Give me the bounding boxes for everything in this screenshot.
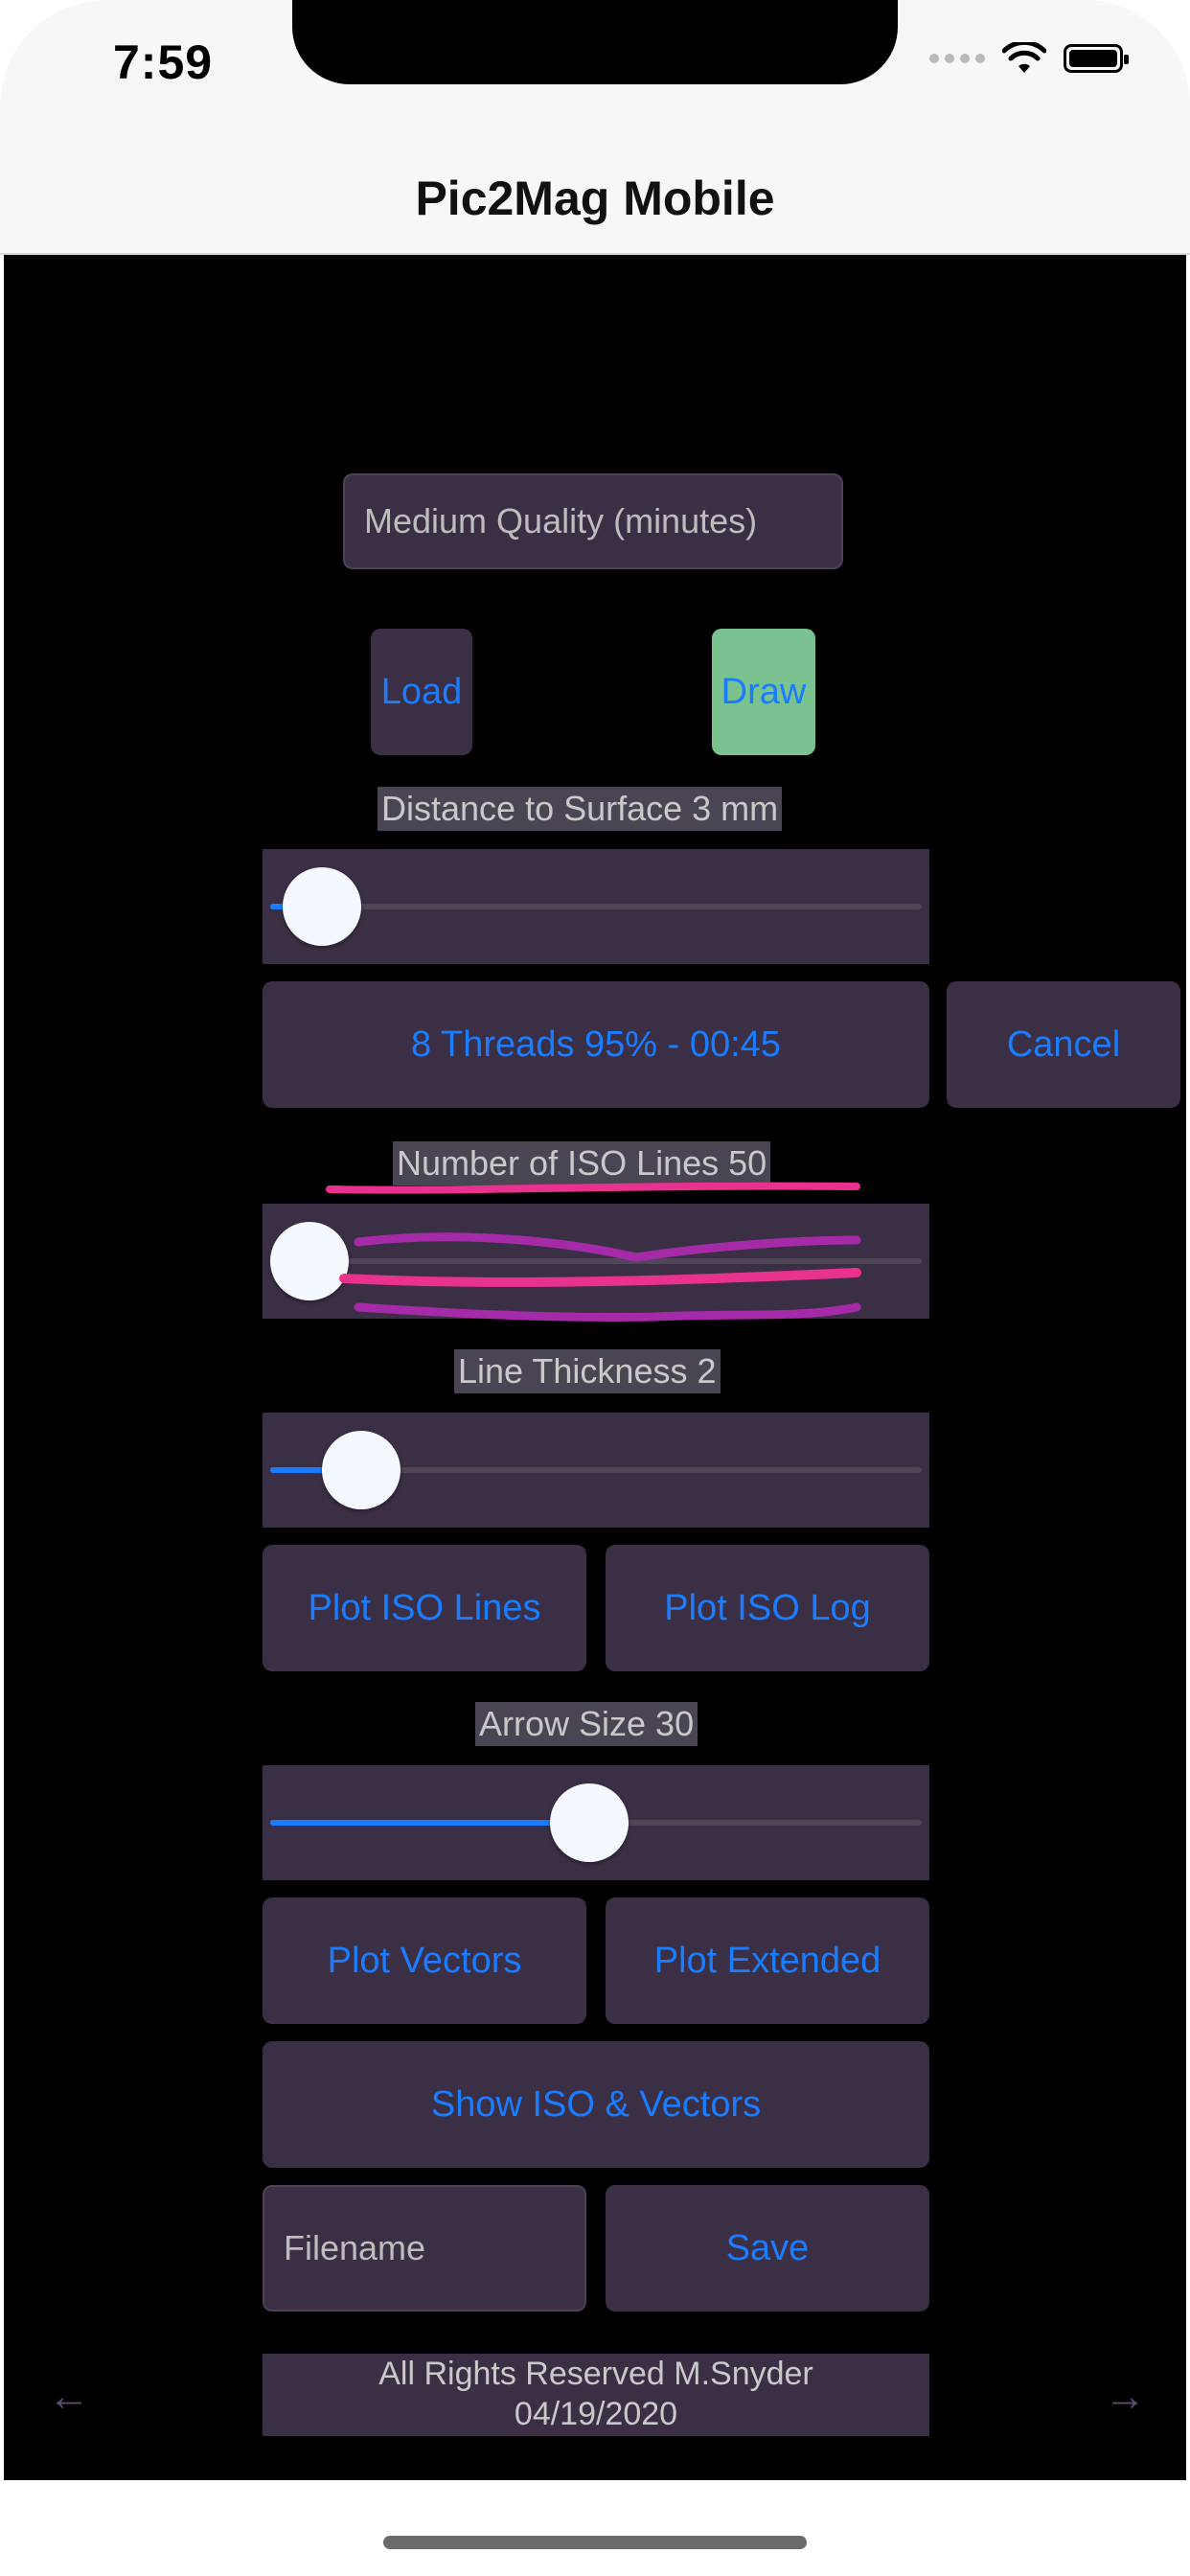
draw-button[interactable]: Draw — [712, 629, 815, 755]
plot-extended-label: Plot Extended — [653, 1940, 881, 1981]
plot-iso-lines-button[interactable]: Plot ISO Lines — [263, 1545, 586, 1671]
page-title: Pic2Mag Mobile — [415, 172, 775, 225]
iso-lines-slider[interactable] — [263, 1204, 929, 1319]
arrow-size-label: Arrow Size 30 — [475, 1702, 698, 1746]
filename-placeholder: Filename — [284, 2228, 426, 2267]
quality-select-value: Medium Quality (minutes) — [364, 501, 758, 540]
back-arrow-icon[interactable]: ← — [48, 2373, 90, 2420]
save-button-label: Save — [725, 2227, 810, 2268]
slider-thumb[interactable] — [550, 1783, 629, 1862]
draw-button-label: Draw — [721, 671, 807, 712]
threads-progress-label: 8 Threads 95% - 00:45 — [411, 1024, 781, 1065]
quality-select[interactable]: Medium Quality (minutes) — [343, 473, 843, 569]
home-indicator — [383, 2536, 807, 2549]
plot-vectors-button[interactable]: Plot Vectors — [263, 1898, 586, 2024]
slider-fill — [270, 1467, 362, 1473]
iso-lines-label: Number of ISO Lines 50 — [393, 1141, 771, 1185]
show-iso-vectors-label: Show ISO & Vectors — [430, 2083, 762, 2125]
thickness-slider[interactable] — [263, 1413, 929, 1528]
hand-drawn-annotation — [326, 1182, 861, 1322]
save-button[interactable]: Save — [606, 2185, 929, 2312]
plot-iso-log-button[interactable]: Plot ISO Log — [606, 1545, 929, 1671]
plot-iso-lines-label: Plot ISO Lines — [308, 1587, 541, 1628]
footer-copyright: All Rights Reserved M.Snyder 04/19/2020 — [263, 2354, 929, 2436]
slider-thumb[interactable] — [322, 1431, 401, 1509]
cancel-button-label: Cancel — [1006, 1024, 1121, 1065]
slider-fill — [270, 1820, 590, 1826]
slider-track — [270, 904, 922, 909]
status-time: 7:59 — [113, 35, 214, 89]
footer-line-1: All Rights Reserved M.Snyder — [378, 2356, 813, 2392]
battery-icon — [1064, 44, 1129, 73]
plot-extended-button[interactable]: Plot Extended — [606, 1898, 929, 2024]
status-icons — [929, 42, 1129, 75]
arrow-size-slider[interactable] — [263, 1765, 929, 1880]
load-button[interactable]: Load — [371, 629, 472, 755]
slider-thumb[interactable] — [283, 867, 362, 946]
wifi-icon — [1002, 42, 1046, 73]
status-bar: 7:59 — [0, 0, 1190, 144]
distance-label: Distance to Surface 3 mm — [378, 787, 783, 831]
threads-progress-button[interactable]: 8 Threads 95% - 00:45 — [263, 981, 929, 1108]
slider-track — [270, 1467, 922, 1473]
distance-slider[interactable] — [263, 849, 929, 964]
filename-field[interactable]: Filename — [263, 2185, 586, 2312]
footer-line-2: 04/19/2020 — [514, 2396, 678, 2432]
show-iso-vectors-button[interactable]: Show ISO & Vectors — [263, 2041, 929, 2168]
signal-dots-icon — [929, 54, 985, 63]
forward-arrow-icon[interactable]: → — [1104, 2373, 1146, 2420]
load-button-label: Load — [380, 671, 463, 712]
plot-iso-log-label: Plot ISO Log — [664, 1587, 871, 1628]
slider-thumb[interactable] — [269, 1222, 349, 1300]
main-content: Medium Quality (minutes) Load Draw Dista… — [4, 255, 1186, 2480]
notch — [292, 0, 898, 84]
cancel-button[interactable]: Cancel — [947, 981, 1180, 1108]
plot-vectors-label: Plot Vectors — [327, 1940, 522, 1981]
thickness-label: Line Thickness 2 — [454, 1349, 721, 1393]
navigation-bar: Pic2Mag Mobile — [0, 144, 1190, 255]
